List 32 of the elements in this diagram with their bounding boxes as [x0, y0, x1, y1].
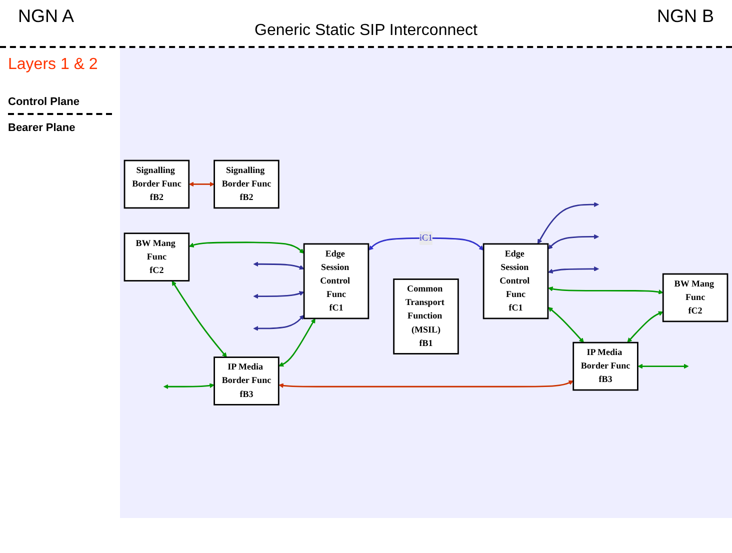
arrow — [548, 286, 664, 295]
network-label: NGN B — [656, 6, 714, 27]
arrow — [638, 364, 689, 370]
arrow — [172, 281, 227, 358]
arrow — [253, 291, 304, 300]
function-box: IP Media Border Func fB3 — [572, 342, 638, 392]
arrow — [548, 266, 599, 274]
function-box: Edge Session Control Func fC1 — [482, 244, 549, 320]
arrow — [627, 312, 664, 344]
arrow — [278, 380, 574, 388]
diagram-title: Generic Static SIP Interconnect — [254, 22, 478, 40]
function-box: Common Transport Function (MSIL) fB1 — [393, 278, 459, 355]
arrow — [163, 384, 215, 390]
network-label: NGN A — [18, 6, 74, 27]
function-box: IP Media Border Func fB3 — [214, 356, 280, 406]
function-box: Signalling Border Func fB2 — [124, 160, 190, 210]
arrow — [253, 315, 304, 332]
arrow — [548, 234, 599, 250]
function-box: BW Mang Func fC2 — [124, 233, 190, 282]
arrow — [368, 238, 484, 251]
plane-label: Control Plane — [8, 96, 80, 108]
plane-label: Bearer Plane — [8, 122, 76, 134]
arrow — [188, 242, 304, 254]
arrow — [548, 307, 584, 344]
function-box: Edge Session Control Func fC1 — [303, 244, 370, 320]
arrow — [278, 318, 316, 367]
arrow — [253, 262, 304, 270]
arrow — [537, 202, 599, 244]
arrow — [188, 182, 215, 188]
function-box: Signalling Border Func fB2 — [214, 160, 280, 210]
function-box: BW Mang Func fC2 — [662, 274, 728, 322]
layer-label: Layers 1 & 2 — [8, 56, 98, 74]
